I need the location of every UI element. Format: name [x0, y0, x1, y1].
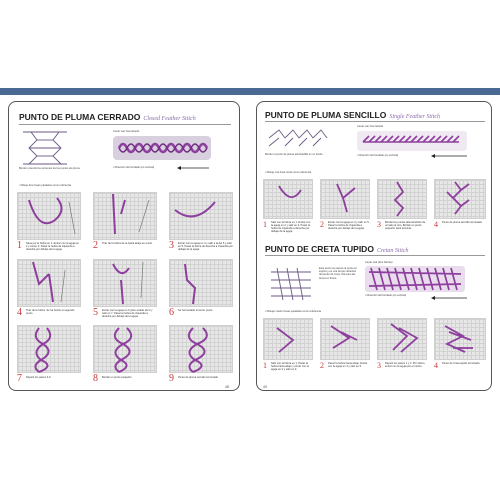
single-step-4-caption: Punto de pluma sencillo terminado.: [442, 221, 483, 224]
step-3-caption: Entrar con la aguja en 4 y salir a la de…: [178, 242, 233, 252]
right-top-subtitle: Single Feather Stitch: [389, 114, 441, 120]
cretan-step-2-number: 2: [320, 361, 324, 370]
right-top-draw-lines: • Dibuje una línea recta como referencia: [265, 171, 312, 174]
right-top-direction-caption: • Dirección del bordado (en vertical): [357, 154, 399, 157]
right-top-rule: [265, 121, 485, 122]
single-step-3-caption: Bordar los puntos alternándolos de un la…: [385, 221, 426, 231]
step-3-number: 3: [169, 240, 174, 251]
step-1-number: 1: [17, 240, 22, 251]
step-8-caption: Bordar un punto pequeño.: [102, 376, 133, 379]
right-bottom-rule: [265, 255, 485, 256]
single-step-2-photo: [320, 179, 370, 219]
closed-feather-sample: [113, 136, 211, 160]
title-rule: [19, 124, 231, 125]
cretan-sample: [365, 266, 465, 292]
step-9-caption: Punto de pluma cerrado terminado.: [178, 376, 219, 379]
step-1-caption: Saca por la hebra en 1. Entrar con la ag…: [26, 242, 80, 252]
step-3-photo: [169, 192, 233, 240]
single-step-1-photo: [263, 179, 313, 219]
step-4-caption: Tirar de la hebra. Se ha hecho el segund…: [26, 309, 75, 316]
right-bottom-subtitle: Cretan Stitch: [376, 248, 409, 254]
step-6-caption: Se ha bordado el tercer punto.: [178, 309, 214, 312]
right-bottom-sample-caption: Cenar real (tres hebras): [365, 261, 393, 264]
step-6-number: 6: [169, 307, 174, 318]
right-bottom-draw-lines: • Dibujar cuatro líneas paralelas como r…: [265, 310, 321, 313]
cretan-step-3-photo: [377, 318, 427, 360]
border-caption: Border uniendo los extremos de los punto…: [19, 167, 81, 170]
left-page-number: 48: [225, 385, 229, 389]
cretan-step-1-photo: [263, 318, 313, 360]
cretan-step-4-caption: Punto de Creta tupido terminado.: [442, 362, 481, 365]
single-step-2-number: 2: [320, 220, 324, 229]
left-step-threads: [28, 193, 216, 373]
step-9-photo: [169, 325, 233, 373]
step-7-caption: Repetir los pasos 3-6.: [26, 376, 52, 379]
step-6-photo: [169, 259, 233, 307]
step-5-photo: [93, 259, 157, 307]
left-illustrations: [23, 131, 216, 373]
single-step-3-number: 3: [377, 220, 381, 229]
step-5-number: 5: [93, 307, 98, 318]
step-2-number: 2: [93, 240, 98, 251]
single-step-2-caption: Entrar con la aguja en 4 y salir en 5. P…: [328, 221, 370, 231]
single-step-1-number: 1: [263, 220, 267, 229]
right-top-sample-caption: Cenar van lina trebedo: [357, 125, 384, 128]
single-feather-sample: [357, 131, 467, 151]
step-4-photo: [17, 259, 81, 307]
cretan-step-2-caption: Pasar la hebra hacia abajo. Entrar con l…: [328, 362, 368, 369]
right-top-border-caption: Border el punto de pluma almohadilla en …: [265, 153, 324, 156]
cretan-diagram: [271, 267, 311, 301]
single-step-1-caption: Salir con la hebra en 1. Entrar con la a…: [271, 221, 311, 234]
sample-caption: Cenar van lina trebedo: [113, 130, 140, 133]
cretan-step-2-photo: [320, 318, 370, 360]
left-page-subtitle: Closed Feather Stitch: [143, 116, 196, 122]
single-step-3-photo: [377, 179, 427, 219]
cretan-step-4-photo: [434, 318, 486, 360]
cretan-fill-caption: Este punto se parece al punto en espina …: [319, 267, 358, 280]
cretan-step-1-caption: Salir con la hebra en 1. Pasar la hebra …: [271, 362, 309, 372]
step-7-number: 7: [17, 373, 22, 384]
step-4-number: 4: [17, 307, 22, 318]
step-5-caption: Entrar con la aguja en 6 justo al lado d…: [102, 309, 153, 319]
step-8-photo: [93, 325, 157, 373]
single-step-4-number: 4: [434, 220, 438, 229]
single-step-4-photo: [434, 179, 486, 219]
right-bottom-direction-caption: • Dirección del bordado (en vertical): [365, 294, 407, 297]
top-color-band: [0, 88, 500, 95]
single-feather-diagram: [268, 129, 328, 147]
cretan-step-4-number: 4: [434, 361, 438, 370]
draw-lines-caption: • Dibuje dos líneas paralelas como refer…: [19, 184, 72, 187]
step-2-caption: Tirar de la hebra de la hacia abajo en p…: [102, 242, 153, 245]
cretan-step-3-caption: Repetir los pasos 1 y 2. Por último, ent…: [385, 362, 426, 369]
step-8-number: 8: [93, 373, 98, 384]
right-illustrations: [268, 129, 473, 353]
direction-caption: • Dirección del bordado (en vertical): [113, 166, 155, 169]
step-9-number: 9: [169, 373, 174, 384]
cretan-step-3-number: 3: [377, 361, 381, 370]
cretan-step-1-number: 1: [263, 361, 267, 370]
closed-feather-diagram: [23, 131, 67, 165]
right-page-number: 49: [263, 385, 267, 389]
